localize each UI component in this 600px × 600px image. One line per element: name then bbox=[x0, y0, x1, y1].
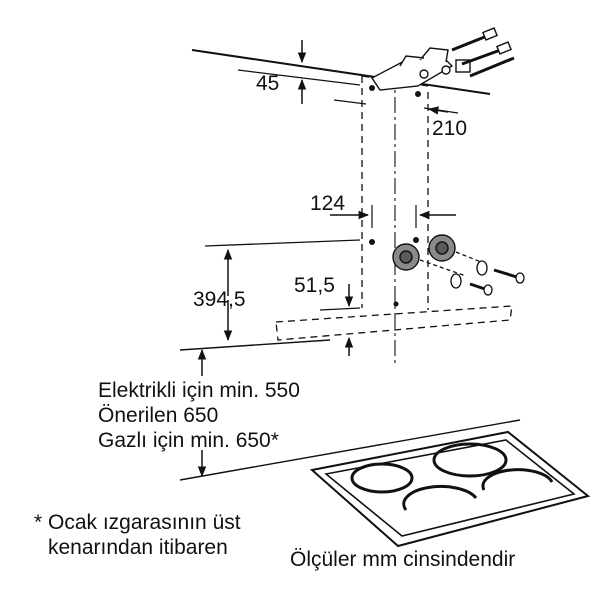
dimension-51-5-label: 51,5 bbox=[294, 274, 335, 297]
footnote-mark: * bbox=[34, 511, 43, 534]
chimney-outline bbox=[361, 75, 429, 310]
wall-plug bbox=[392, 234, 456, 271]
dimension-45: 45 bbox=[237, 40, 367, 105]
dimension-124: 124 bbox=[310, 192, 456, 228]
height-note-recommended: Önerilen 650 bbox=[98, 404, 219, 427]
footnote: Ocak ızgarasının üst kenarından itibaren bbox=[48, 510, 241, 560]
lower-fixing-line bbox=[204, 239, 361, 247]
lower-drill-point bbox=[369, 239, 375, 245]
dimension-210-label: 210 bbox=[432, 117, 467, 140]
dimension-45-label: 45 bbox=[256, 72, 279, 95]
upper-bracket bbox=[370, 47, 471, 91]
units-note: Ölçüler mm cinsindendir bbox=[290, 548, 516, 571]
cooktop-reference-line bbox=[179, 419, 521, 481]
dimension-124-label: 124 bbox=[310, 192, 345, 215]
cooktop bbox=[309, 430, 591, 548]
footnote-line: kenarından itibaren bbox=[48, 536, 228, 559]
hood-lower-line bbox=[179, 339, 331, 351]
height-note-electric: Elektrikli için min. 550 bbox=[98, 379, 300, 402]
upper-drill-point bbox=[415, 91, 421, 97]
dimension-394-5-label: 394,5 bbox=[193, 288, 246, 311]
dimension-210: 210 bbox=[423, 106, 467, 140]
hood-canopy bbox=[275, 305, 513, 341]
height-note-gas: Gazlı için min. 650* bbox=[98, 429, 279, 452]
height-notes: Elektrikli için min. 550 Önerilen 650 Ga… bbox=[98, 378, 300, 453]
upper-drill-point bbox=[369, 85, 375, 91]
lower-screw bbox=[419, 251, 525, 296]
upper-screw bbox=[451, 27, 515, 78]
footnote-line: Ocak ızgarasının üst bbox=[48, 511, 241, 534]
dimension-51-5: 51,5 bbox=[294, 274, 361, 356]
dimension-394-5: 394,5 bbox=[193, 248, 246, 342]
ceiling-line bbox=[191, 49, 491, 95]
lower-drill-point bbox=[413, 237, 419, 243]
chimney-bottom-point bbox=[393, 301, 399, 307]
